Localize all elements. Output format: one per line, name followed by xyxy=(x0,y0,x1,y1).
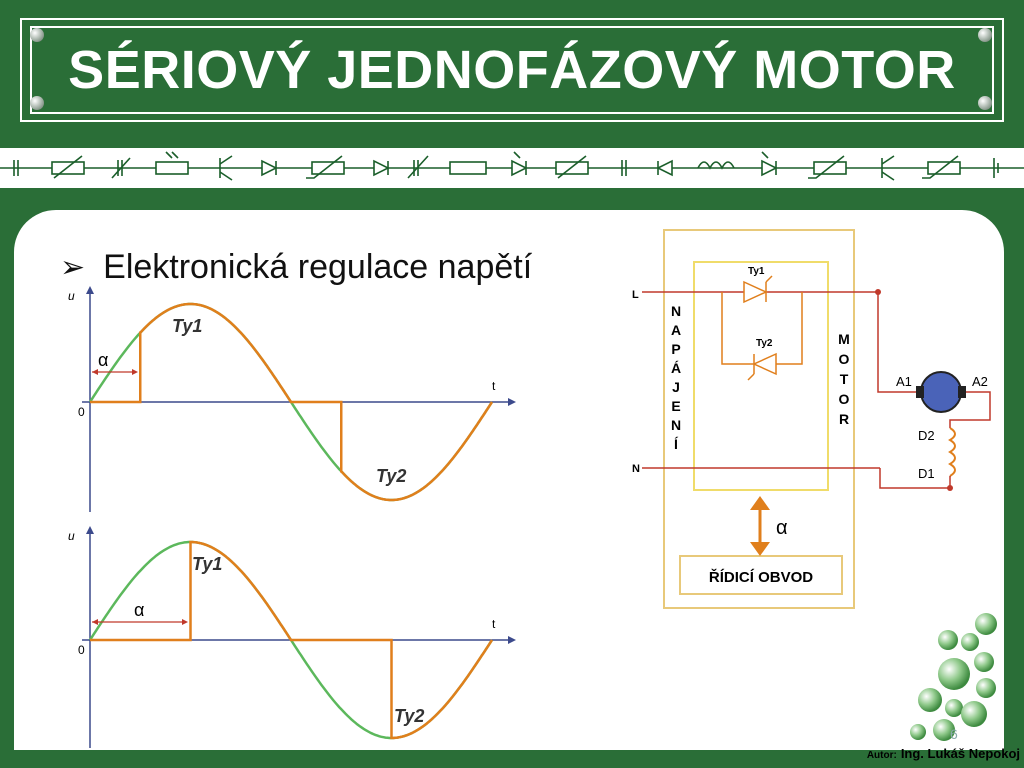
napajeni-letter: N xyxy=(671,303,681,319)
line-l-label: L xyxy=(632,289,639,301)
napajeni-letter: E xyxy=(671,398,680,414)
title-frame-outer xyxy=(20,18,1004,122)
author-credit: Autor:Ing. Lukáš Nepokoj xyxy=(867,746,1020,761)
conduction-wave xyxy=(90,540,494,740)
ty2-label: Ty2 xyxy=(756,338,773,349)
electrical-symbols-strip xyxy=(0,148,1024,188)
line-n-label: N xyxy=(632,463,640,475)
title-frame-inner: SÉRIOVÝ JEDNOFÁZOVÝ MOTOR xyxy=(30,26,994,114)
thyristor-ty2-icon xyxy=(747,352,777,381)
content-panel xyxy=(14,210,1004,750)
motor-letter: T xyxy=(840,371,849,387)
t-axis-arrow-icon xyxy=(508,398,516,406)
bullet-text: Elektronická regulace napětí xyxy=(103,248,533,286)
field-winding-icon xyxy=(948,427,956,477)
rivet-top-right-icon xyxy=(978,28,992,42)
waveform-diagram-bottom: u t 0 α Ty1 Ty2 xyxy=(68,526,516,748)
t-axis-label: t xyxy=(492,617,496,631)
electrical-symbols-icon xyxy=(0,151,1024,181)
motor-armature-icon xyxy=(920,371,962,413)
alpha-arrow-left-icon xyxy=(92,369,98,375)
alpha-arrow-up-icon xyxy=(750,496,770,510)
conduction-wave xyxy=(90,302,494,502)
wire-field-to-n xyxy=(879,468,951,489)
a1-label: A1 xyxy=(896,374,912,389)
motor-letter: M xyxy=(838,331,850,347)
d2-label: D2 xyxy=(918,428,935,443)
author-prefix: Autor: xyxy=(866,750,897,761)
origin-label: 0 xyxy=(78,405,85,419)
alpha-arrow-right-icon xyxy=(182,619,188,625)
alpha-label: α xyxy=(134,600,144,620)
brush-a2-icon xyxy=(958,386,966,398)
node-n-icon xyxy=(947,485,953,491)
thyristor-loop xyxy=(721,292,803,365)
d1-label: D1 xyxy=(918,466,935,481)
node-l-icon xyxy=(875,289,881,295)
ty1-label: Ty1 xyxy=(172,316,202,336)
alpha-label: α xyxy=(98,350,108,370)
napajeni-letter: P xyxy=(671,341,680,357)
control-circuit-label: ŘÍDICÍ OBVOD xyxy=(709,568,813,586)
brush-a1-icon xyxy=(916,386,924,398)
motor-frame xyxy=(693,261,829,491)
a2-label: A2 xyxy=(972,374,988,389)
bullet-item: ➢ Elektronická regulace napětí xyxy=(60,248,532,287)
napajeni-letter: J xyxy=(672,379,680,395)
slide-title: SÉRIOVÝ JEDNOFÁZOVÝ MOTOR xyxy=(68,40,956,100)
alpha-label: α xyxy=(776,517,788,539)
alpha-arrow-left-icon xyxy=(92,619,98,625)
page-number: 6 xyxy=(950,726,958,742)
author-name: Ing. Lukáš Nepokoj xyxy=(900,746,1020,761)
motor-letter: R xyxy=(839,411,849,427)
origin-label: 0 xyxy=(78,643,85,657)
waveform-diagram-top: u t 0 α Ty1 Ty2 xyxy=(68,286,516,512)
alpha-arrow-right-icon xyxy=(132,369,138,375)
motor-vertical-label: MOTOR xyxy=(838,331,850,427)
napajeni-letter: Á xyxy=(671,360,681,376)
alpha-arrow-down-icon xyxy=(750,542,770,556)
napajeni-letter: A xyxy=(671,322,681,338)
motor-letter: O xyxy=(839,391,850,407)
rivet-bottom-left-icon xyxy=(30,96,44,110)
ty1-label: Ty1 xyxy=(192,554,222,574)
control-frame xyxy=(679,555,843,595)
ty2-label: Ty2 xyxy=(394,706,424,726)
wire-a2-to-field xyxy=(949,391,991,428)
napajeni-letter: Í xyxy=(674,436,679,452)
supply-frame xyxy=(663,229,855,609)
decorative-bubbles-icon xyxy=(910,613,997,741)
u-axis-label: u xyxy=(68,289,75,303)
ty2-label: Ty2 xyxy=(376,466,406,486)
u-axis-arrow-icon xyxy=(86,526,94,534)
thyristor-ty1-icon xyxy=(743,275,773,304)
napajeni-letter: N xyxy=(671,417,681,433)
motor-letter: O xyxy=(839,351,850,367)
rivet-bottom-right-icon xyxy=(978,96,992,110)
u-axis-arrow-icon xyxy=(86,286,94,294)
rivet-top-left-icon xyxy=(30,28,44,42)
wire-to-a1 xyxy=(877,292,916,393)
u-axis-label: u xyxy=(68,529,75,543)
t-axis-label: t xyxy=(492,379,496,393)
arrow-bullet-icon: ➢ xyxy=(60,251,86,284)
ty1-label: Ty1 xyxy=(748,266,765,277)
circuit-diagram: L N Ty1 Ty2 A1 A2 D2 D1 α ŘÍDICÍ OBVOD N… xyxy=(632,229,991,609)
t-axis-arrow-icon xyxy=(508,636,516,644)
